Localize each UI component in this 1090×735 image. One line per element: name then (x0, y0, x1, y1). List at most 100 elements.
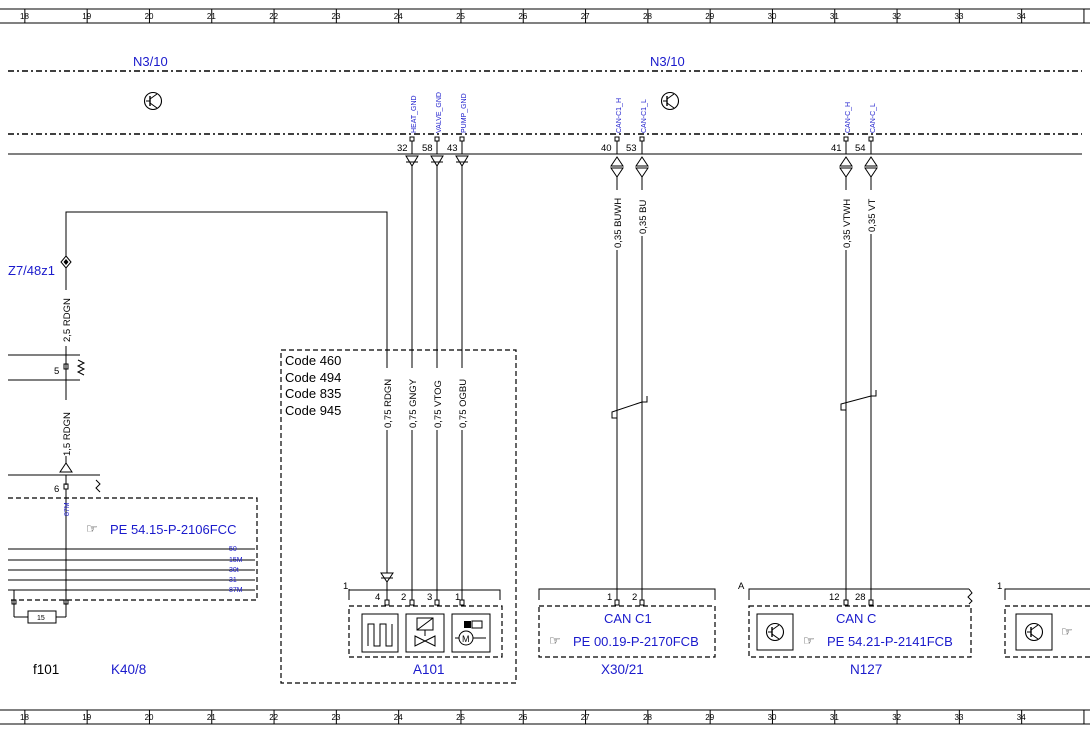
ruler-number: 29 (705, 713, 714, 722)
module-label-n3-10-right: N3/10 (650, 54, 685, 69)
ruler-number: 22 (269, 12, 278, 21)
pin-number: 28 (855, 592, 866, 603)
module-label-n3-10-left: N3/10 (133, 54, 168, 69)
ruler-number: 24 (394, 713, 403, 722)
wire-label-buwh: 0,35 BUWH (613, 198, 624, 248)
ruler-number: 24 (394, 12, 403, 21)
code-label: Code 835 (285, 386, 341, 401)
signal-valve-gnd: VALVE_GND (436, 92, 443, 133)
signal-can-c-l: CAN-C_L (870, 103, 877, 133)
pin-number: 4 (375, 592, 380, 603)
ruler-number: 31 (830, 713, 839, 722)
ruler-number: 28 (643, 713, 652, 722)
transistor-icon (660, 91, 680, 111)
pin-number: 2 (401, 592, 406, 603)
wire-label-vtog: 0,75 VTOG (433, 380, 444, 428)
code-option-box (280, 349, 517, 684)
wire-label-rdgn-075: 0,75 RDGN (383, 379, 394, 428)
signal-heat-gnd: HEAT_GND (411, 95, 418, 133)
ruler-number: 34 (1017, 12, 1026, 21)
ruler-number: 19 (82, 713, 91, 722)
ruler-number: 27 (581, 12, 590, 21)
splice-label-z7: Z7/48z1 (8, 263, 55, 278)
a101-pin-markers (384, 582, 465, 606)
wire-label-vt: 0,35 VT (867, 199, 878, 232)
pointing-hand-icon: ☞ (86, 521, 98, 536)
a101-wires (65, 166, 463, 600)
valve-icon (405, 613, 445, 653)
pin-number: 12 (829, 592, 840, 603)
ruler-number: 23 (332, 713, 341, 722)
can-wires (611, 177, 877, 600)
k40-module-box (8, 497, 258, 601)
signal-pump-gnd: PUMP_GND (461, 93, 468, 133)
fuse-icon (11, 590, 69, 624)
ruler-number: 21 (207, 12, 216, 21)
ruler-number: 21 (207, 713, 216, 722)
svg-text:M: M (462, 634, 470, 644)
ruler-number: 29 (705, 12, 714, 21)
a101-box (348, 605, 503, 658)
pin-number: 58 (422, 143, 433, 154)
pump-motor-icon: M (451, 613, 491, 653)
signal-can-c1-h: CAN-C1_H (616, 98, 623, 133)
pin-number: 6 (54, 484, 59, 495)
tag-87m: 87M (64, 502, 71, 516)
ruler-number: 19 (82, 12, 91, 21)
wire-label-gngy: 0,75 GNGY (408, 378, 419, 428)
can-label-c1: CAN C1 (604, 611, 652, 626)
ruler-number: 26 (518, 12, 527, 21)
connector-number: 1 (343, 581, 348, 592)
pin-number: 1 (455, 592, 460, 603)
wire-label-vtwh: 0,35 VTWH (842, 199, 853, 248)
wire-label-bu: 0,35 BU (638, 200, 649, 234)
connector-marker: A (738, 581, 745, 592)
code-label: Code 494 (285, 370, 341, 385)
pin-number: 53 (626, 143, 637, 154)
ruler-number: 32 (892, 12, 901, 21)
ruler-number: 18 (20, 12, 29, 21)
terminal-label: 15M (229, 557, 243, 564)
transistor-icon (756, 613, 794, 651)
pe-reference-n127: PE 54.21-P-2141FCB (827, 634, 953, 649)
pin-number: 43 (447, 143, 458, 154)
component-label-n127: N127 (850, 662, 882, 677)
terminal-label: 50 (229, 546, 237, 553)
terminal-lines (8, 548, 255, 591)
pin-number: 41 (831, 143, 842, 154)
pin-number: 2 (632, 592, 637, 603)
pin-number: 5 (54, 366, 59, 377)
ruler-number: 20 (145, 12, 154, 21)
bidirectional-arrow-icons (610, 156, 878, 178)
ruler-number: 22 (269, 713, 278, 722)
ruler-number: 33 (955, 12, 964, 21)
pin-number: 1 (607, 592, 612, 603)
ruler-number: 25 (456, 12, 465, 21)
wire-label-ogbu: 0,75 OGBU (458, 379, 469, 428)
connector-number: 1 (997, 581, 1002, 592)
fuse-value: 15 (37, 615, 45, 622)
component-label-a101: A101 (413, 662, 445, 677)
ruler-number: 32 (892, 713, 901, 722)
ruler-number: 27 (581, 713, 590, 722)
heater-icon (361, 613, 399, 653)
pin-number: 3 (427, 592, 432, 603)
n127-box (748, 605, 972, 658)
signal-can-c1-l: CAN-C1_L (641, 99, 648, 133)
terminal-label: 87M (229, 587, 243, 594)
terminal-label: 31 (229, 577, 237, 584)
transistor-icon (143, 91, 163, 111)
pin-number: 40 (601, 143, 612, 154)
code-label: Code 945 (285, 403, 341, 418)
ruler-number: 30 (768, 12, 777, 21)
ruler-number: 26 (518, 713, 527, 722)
wire-label-rdgn-15: 1,5 RDGN (62, 412, 73, 456)
x30-box (538, 605, 716, 658)
signal-can-c-h: CAN-C_H (845, 102, 852, 133)
can-label-c: CAN C (836, 611, 876, 626)
component-label-f101: f101 (33, 662, 59, 677)
transistor-icon (1015, 613, 1053, 651)
